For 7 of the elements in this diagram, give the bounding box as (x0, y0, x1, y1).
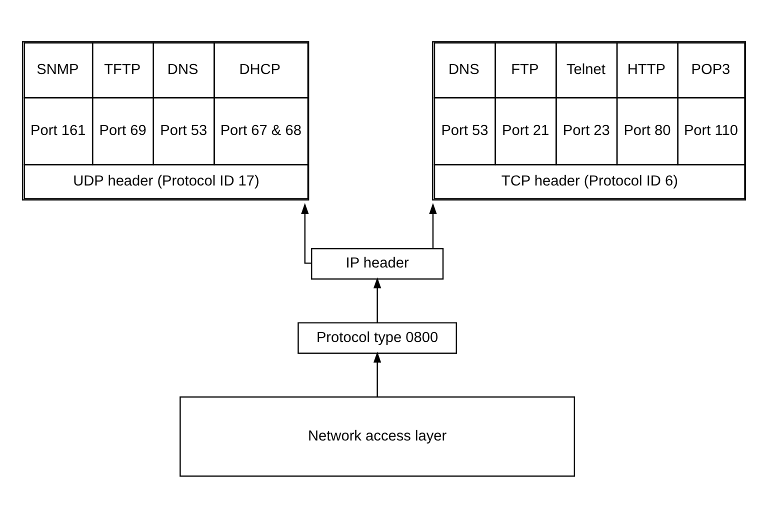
arrow (301, 202, 312, 264)
node-box: IP header (311, 247, 444, 280)
arrow (429, 202, 437, 248)
node-box: Protocol type 0800 (298, 322, 457, 354)
arrow (373, 351, 382, 396)
arrow (373, 276, 382, 322)
node-box: Network access layer (180, 396, 576, 476)
